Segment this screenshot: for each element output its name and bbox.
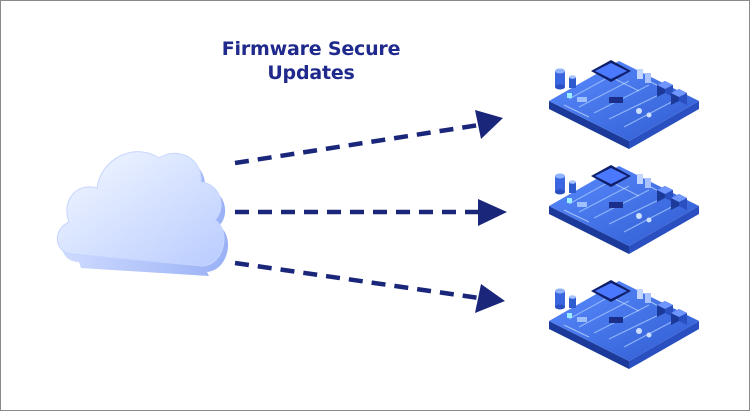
title-line-1: Firmware Secure <box>221 38 401 60</box>
title-line-2: Updates <box>267 62 355 84</box>
circuit-board-icon <box>548 59 700 150</box>
arrow-to-board-3 <box>234 260 505 313</box>
diagram-title: Firmware Secure Updates <box>201 37 421 85</box>
arrowhead-icon <box>475 284 505 313</box>
arrow-to-board-2 <box>235 199 507 226</box>
circuit-board-icon <box>548 279 700 370</box>
circuit-board-icon <box>548 164 700 255</box>
arrowhead-icon <box>478 199 507 226</box>
arrow-to-board-1 <box>234 110 503 166</box>
cloud-icon <box>57 151 229 276</box>
arrowhead-icon <box>475 110 503 139</box>
